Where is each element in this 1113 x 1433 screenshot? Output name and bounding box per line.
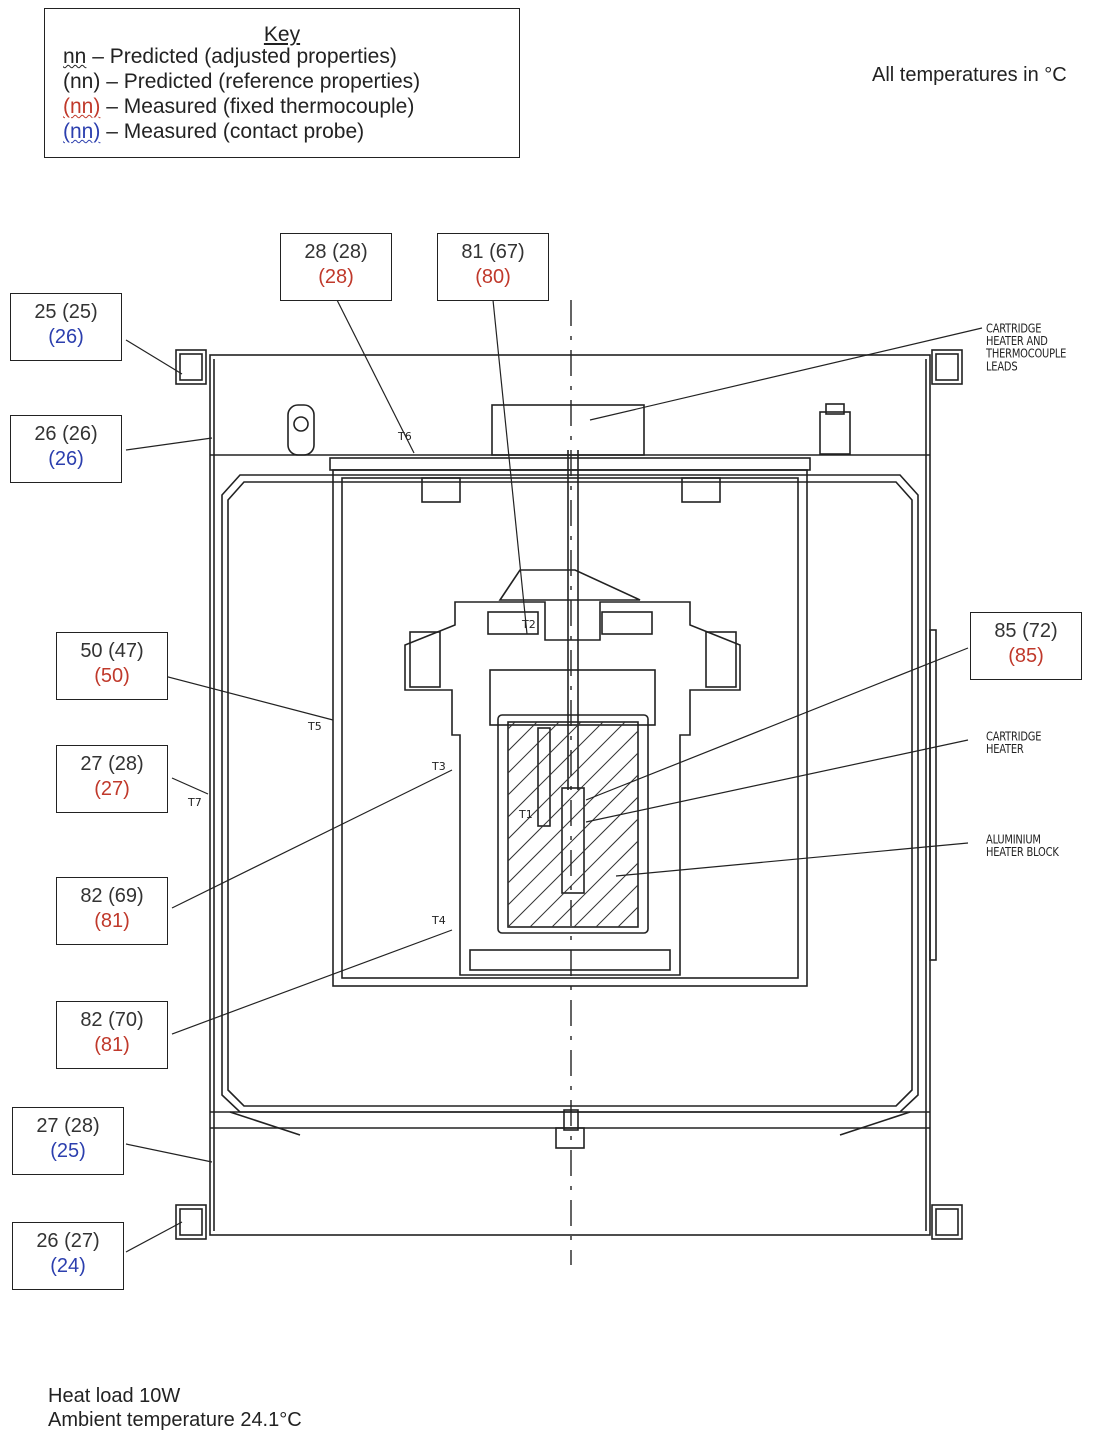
- outer-shell: [221, 474, 919, 1113]
- key-symbol: (nn): [63, 95, 101, 118]
- hatch-line: [508, 722, 582, 796]
- test-conditions: Heat load 10W Ambient temperature 24.1°C: [48, 1384, 302, 1432]
- outer-frame: [209, 354, 931, 1236]
- measured-value: (81): [94, 910, 130, 932]
- key-text: – Measured (contact probe): [100, 120, 365, 143]
- cartridge-heater: [561, 787, 585, 894]
- hatch-line: [508, 722, 538, 752]
- predicted-value: 82 (70): [80, 1009, 144, 1031]
- hatch-line: [551, 840, 638, 927]
- temp-label-t4: 82 (70) (81): [56, 1001, 168, 1069]
- hatch-line: [508, 722, 626, 840]
- corner-block-tl: [175, 349, 207, 385]
- ambient-temperature: Ambient temperature 24.1°C: [48, 1409, 302, 1431]
- key-symbol: (nn): [63, 120, 101, 143]
- hatch-line: [662, 722, 867, 927]
- hatch-line: [508, 722, 604, 818]
- measured-value: (26): [48, 326, 84, 348]
- predicted-value: 81 (67): [461, 241, 525, 263]
- hatch-line: [573, 862, 638, 927]
- temp-label-corner-bottom-left: 26 (27) (24): [12, 1222, 124, 1290]
- hatch-line: [640, 722, 845, 927]
- corner-block-tr: [931, 349, 963, 385]
- temp-label-t5: 50 (47) (50): [56, 632, 168, 700]
- callout-heater-leads: CARTRIDGE HEATER AND THERMOCOUPLE LEADS: [986, 320, 1067, 374]
- temp-label-t1: 85 (72) (85): [970, 612, 1082, 680]
- callout-aluminium-block: ALUMINIUM HEATER BLOCK: [986, 831, 1059, 860]
- heat-load: Heat load 10W: [48, 1385, 181, 1407]
- aluminium-heater-block: [507, 721, 639, 928]
- predicted-value: 27 (28): [36, 1115, 100, 1137]
- hatch-line: [529, 818, 638, 927]
- temp-label-corner-top-left: 25 (25) (26): [10, 293, 122, 361]
- predicted-value: 50 (47): [80, 640, 144, 662]
- lifting-bolt-right: [819, 411, 851, 455]
- key-text: – Predicted (adjusted properties): [86, 45, 397, 68]
- measured-value: (27): [94, 778, 130, 800]
- measured-value: (80): [475, 266, 511, 288]
- corner-block-br: [931, 1204, 963, 1240]
- hatch-line: [508, 752, 638, 884]
- hatch-line: [508, 722, 560, 774]
- temp-label-base-wall: 27 (28) (25): [12, 1107, 124, 1175]
- temp-label-t7: 27 (28) (27): [56, 745, 168, 813]
- measured-value: (85): [1008, 645, 1044, 667]
- key-row-reference: (nn) – Predicted (reference properties): [63, 70, 420, 94]
- hatch-line: [508, 796, 638, 927]
- corner-block-bl: [175, 1204, 207, 1240]
- predicted-value: 25 (25): [34, 301, 98, 323]
- hatch-line: [288, 722, 493, 927]
- hatch-line: [595, 884, 638, 927]
- measured-value: (25): [50, 1140, 86, 1162]
- key-row-contact-probe: (nn) – Measured (contact probe): [63, 120, 364, 144]
- measured-value: (24): [50, 1255, 86, 1277]
- thermocouple-t7: T7: [188, 796, 202, 809]
- thermocouple-t1: T1: [519, 808, 533, 821]
- units-note: All temperatures in °C: [872, 64, 1067, 86]
- thermocouple-t4: T4: [432, 914, 446, 927]
- temp-label-outer-wall-top: 26 (26) (26): [10, 415, 122, 483]
- key-row-adjusted: nn – Predicted (adjusted properties): [63, 45, 397, 69]
- hatch-line: [508, 730, 638, 862]
- predicted-value: 27 (28): [80, 753, 144, 775]
- thermocouple-t3: T3: [432, 760, 446, 773]
- temp-label-heater-top: 81 (67) (80): [437, 233, 549, 301]
- lifting-eye-left: [287, 404, 315, 456]
- measured-value: (26): [48, 448, 84, 470]
- key-symbol: nn: [63, 45, 87, 68]
- key-row-fixed-thermocouple: (nn) – Measured (fixed thermocouple): [63, 95, 414, 119]
- predicted-value: 26 (27): [36, 1230, 100, 1252]
- key-symbol: (nn): [63, 70, 101, 93]
- measured-value: (50): [94, 665, 130, 687]
- predicted-value: 85 (72): [994, 620, 1058, 642]
- hatch-line: [508, 774, 638, 906]
- heater-housing: [404, 601, 741, 976]
- thermocouple-t2: T2: [522, 618, 536, 631]
- inner-container: [332, 469, 808, 987]
- predicted-value: 26 (26): [34, 423, 98, 445]
- thermocouple-t5: T5: [308, 720, 322, 733]
- predicted-value: 82 (69): [80, 885, 144, 907]
- temp-label-top-lid: 28 (28) (28): [280, 233, 392, 301]
- temp-label-t3: 82 (69) (81): [56, 877, 168, 945]
- key-text: – Measured (fixed thermocouple): [100, 95, 415, 118]
- key-text: – Predicted (reference properties): [100, 70, 421, 93]
- callout-cartridge-heater: CARTRIDGE HEATER: [986, 728, 1042, 757]
- thermocouple-t6: T6: [398, 430, 412, 443]
- legend-key: Key nn – Predicted (adjusted properties)…: [44, 8, 520, 158]
- lid-plate: [329, 457, 811, 471]
- predicted-value: 28 (28): [304, 241, 368, 263]
- measured-value: (28): [318, 266, 354, 288]
- measured-value: (81): [94, 1034, 130, 1056]
- key-title: Key: [263, 23, 301, 46]
